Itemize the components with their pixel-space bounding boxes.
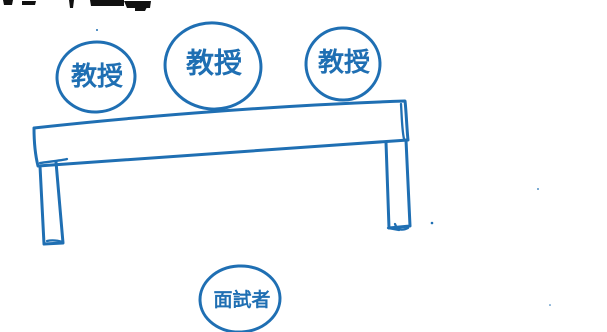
professor-2-label: 教授	[186, 47, 242, 80]
table-left-leg	[38, 160, 65, 246]
professor-2-circle	[163, 21, 263, 111]
professor-3-label: 教授	[318, 48, 371, 78]
ink-dot	[537, 188, 539, 190]
interviewee: 面試者	[198, 264, 282, 332]
top-cropped-handwriting	[3, 0, 151, 11]
table-top	[32, 99, 410, 168]
professor-2: 教授	[163, 21, 263, 111]
table-right-leg-bottom	[386, 226, 401, 232]
professor-1-label: 教授	[71, 62, 124, 92]
professor-3: 教授	[304, 26, 382, 102]
interviewee-label: 面試者	[213, 288, 270, 311]
table-left-leg-foot	[45, 239, 65, 244]
ink-dot	[96, 29, 98, 31]
table-right-leg	[384, 138, 412, 230]
faint-marks	[96, 29, 551, 306]
ink-dot	[430, 221, 434, 225]
table	[32, 99, 412, 246]
table-right-leg-foot	[393, 222, 410, 231]
ink-dot	[549, 304, 551, 306]
professor-1-circle	[55, 40, 137, 114]
professor-3-circle	[304, 26, 382, 102]
professor-1: 教授	[55, 40, 137, 114]
table-top-left-lip	[38, 157, 69, 165]
table-top-back-edge	[399, 102, 406, 141]
